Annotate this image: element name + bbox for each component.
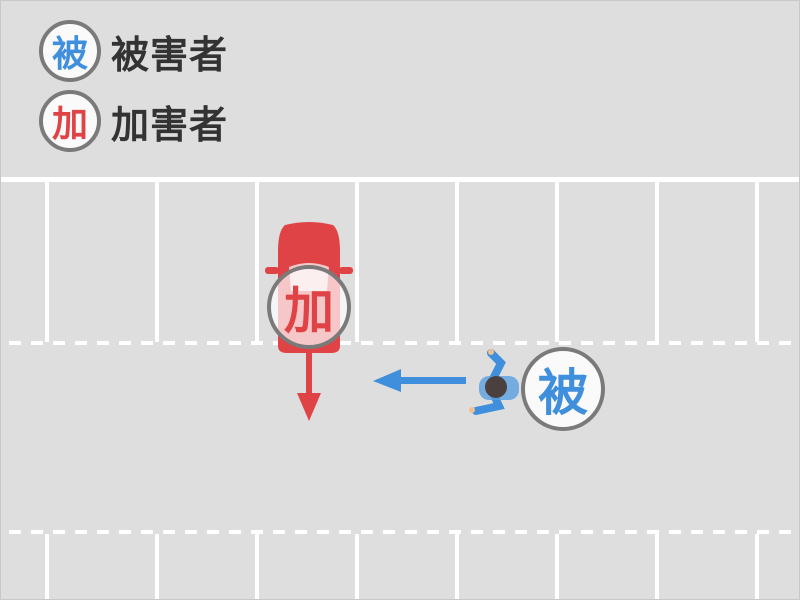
curb-line	[1, 177, 799, 182]
parking-lines	[45, 179, 759, 599]
car-direction-arrow	[297, 351, 321, 421]
pedestrian-victim-badge: 被	[521, 347, 605, 431]
pedestrian-icon	[469, 349, 519, 415]
legend-victim: 被 被害者	[39, 20, 228, 82]
legend-offender: 加 加害者	[39, 90, 228, 152]
offender-badge: 加	[39, 90, 101, 152]
legend-label: 加害者	[111, 102, 229, 147]
victim-badge: 被	[39, 20, 101, 82]
pedestrian-direction-arrow	[373, 369, 466, 392]
car-offender-badge: 加	[267, 265, 351, 349]
legend-label: 被害者	[111, 32, 229, 77]
